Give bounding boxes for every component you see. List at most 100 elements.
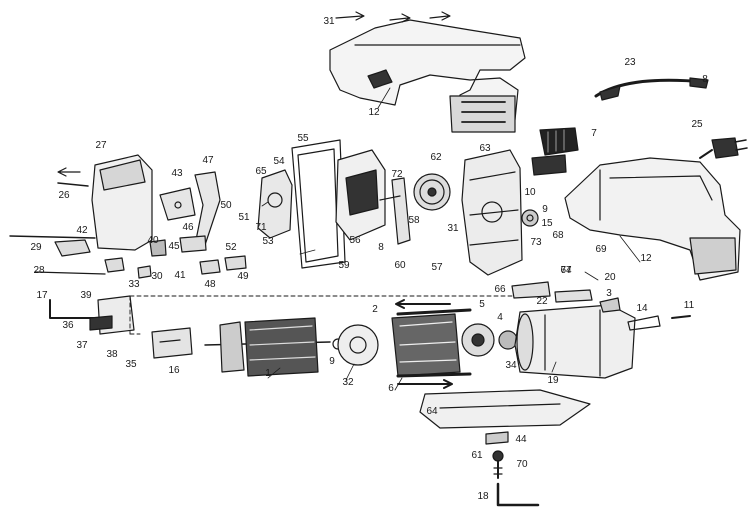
callout-label: 2 <box>372 304 378 315</box>
gear-plate <box>257 169 293 239</box>
gasket <box>291 139 346 269</box>
callout-label: 66 <box>494 284 506 295</box>
callout-label: 73 <box>530 237 542 248</box>
callout-label: 31 <box>447 223 459 234</box>
callout-label: 9 <box>329 356 335 367</box>
callout-label: 11 <box>683 300 695 311</box>
callout-label: 8 <box>702 74 708 85</box>
callout-label: 6 <box>388 383 394 394</box>
brush-holder <box>151 327 193 359</box>
callout-label: 25 <box>691 119 703 130</box>
callout-label: 39 <box>80 290 92 301</box>
leader-lines <box>261 87 641 391</box>
callout-label: 60 <box>394 260 406 271</box>
callout-label: 15 <box>541 218 553 229</box>
callout-label: 54 <box>273 156 285 167</box>
washer <box>521 209 539 227</box>
callout-label: 47 <box>202 155 214 166</box>
callout-label: 31 <box>323 16 335 27</box>
motor-housing <box>514 304 636 379</box>
callout-label: 22 <box>536 296 548 307</box>
callout-label: 12 <box>368 107 380 118</box>
callout-label: 28 <box>33 265 45 276</box>
small-parts-right <box>511 281 691 331</box>
field <box>391 308 472 378</box>
callout-label: 32 <box>342 377 354 388</box>
callout-label: 67 <box>560 265 572 276</box>
callout-label: 5 <box>479 299 485 310</box>
callout-label: 26 <box>58 190 70 201</box>
direction-arrows <box>57 11 453 389</box>
callout-label: 12 <box>640 253 652 264</box>
callout-label: 23 <box>624 57 636 68</box>
callout-label: 34 <box>505 360 517 371</box>
callout-label: 61 <box>471 450 483 461</box>
callout-label: 63 <box>479 143 491 154</box>
callout-label: 30 <box>151 271 163 282</box>
callout-label: 55 <box>297 133 309 144</box>
callout-label: 1 <box>265 368 271 379</box>
callout-label: 44 <box>515 434 527 445</box>
housing-half-right <box>564 157 741 281</box>
end-bell <box>461 323 518 357</box>
small-parts-left <box>34 235 247 279</box>
callout-label: 10 <box>524 187 536 198</box>
callout-label: 7 <box>591 128 597 139</box>
callout-label: 50 <box>220 200 232 211</box>
callout-label: 16 <box>168 365 180 376</box>
callout-label: 62 <box>430 152 442 163</box>
armature <box>204 317 344 377</box>
callout-label: 17 <box>36 290 48 301</box>
callout-label: 49 <box>237 271 249 282</box>
callout-label: 72 <box>391 169 403 180</box>
callout-label: 52 <box>225 242 237 253</box>
gear-housing <box>461 149 523 276</box>
callout-label: 9 <box>542 204 548 215</box>
callout-label: 59 <box>338 260 350 271</box>
callout-label: 70 <box>516 459 528 470</box>
fan <box>337 324 379 366</box>
callout-label: 29 <box>30 242 42 253</box>
gear <box>413 173 451 211</box>
power-plug <box>699 137 748 159</box>
callout-label: 53 <box>262 236 274 247</box>
housing-front <box>9 154 153 251</box>
callout-label: 48 <box>204 279 216 290</box>
callout-label: 35 <box>125 359 137 370</box>
callout-label: 8 <box>378 242 384 253</box>
callout-label: 68 <box>552 230 564 241</box>
power-cord <box>594 77 709 101</box>
callout-label: 36 <box>62 320 74 331</box>
callout-label: 64 <box>426 406 438 417</box>
switch <box>531 127 579 176</box>
gear-cover <box>335 149 386 241</box>
callout-label: 41 <box>174 270 186 281</box>
callout-label: 58 <box>408 215 420 226</box>
callout-label: 71 <box>255 222 267 233</box>
callout-label: 33 <box>128 279 140 290</box>
lever <box>379 177 411 245</box>
alignment-lines <box>129 295 531 335</box>
callout-label: 19 <box>547 375 559 386</box>
callout-label: 4 <box>497 312 503 323</box>
callout-label: 27 <box>95 140 107 151</box>
callout-label: 57 <box>431 262 443 273</box>
callout-label: 40 <box>147 235 159 246</box>
brackets <box>159 171 221 246</box>
callout-label: 74 <box>560 265 572 276</box>
screw-and-key <box>492 450 540 507</box>
callout-label: 3 <box>606 288 612 299</box>
callout-label: 38 <box>106 349 118 360</box>
callout-label: 37 <box>76 340 88 351</box>
callout-label: 51 <box>238 212 250 223</box>
callout-label: 56 <box>349 235 361 246</box>
callout-label: 43 <box>171 168 183 179</box>
foot-plate <box>419 389 591 445</box>
callout-label: 65 <box>255 166 267 177</box>
callout-label: 20 <box>604 272 616 283</box>
blade-clamp <box>49 295 135 335</box>
callout-label: 14 <box>636 303 648 314</box>
callout-label: 69 <box>595 244 607 255</box>
